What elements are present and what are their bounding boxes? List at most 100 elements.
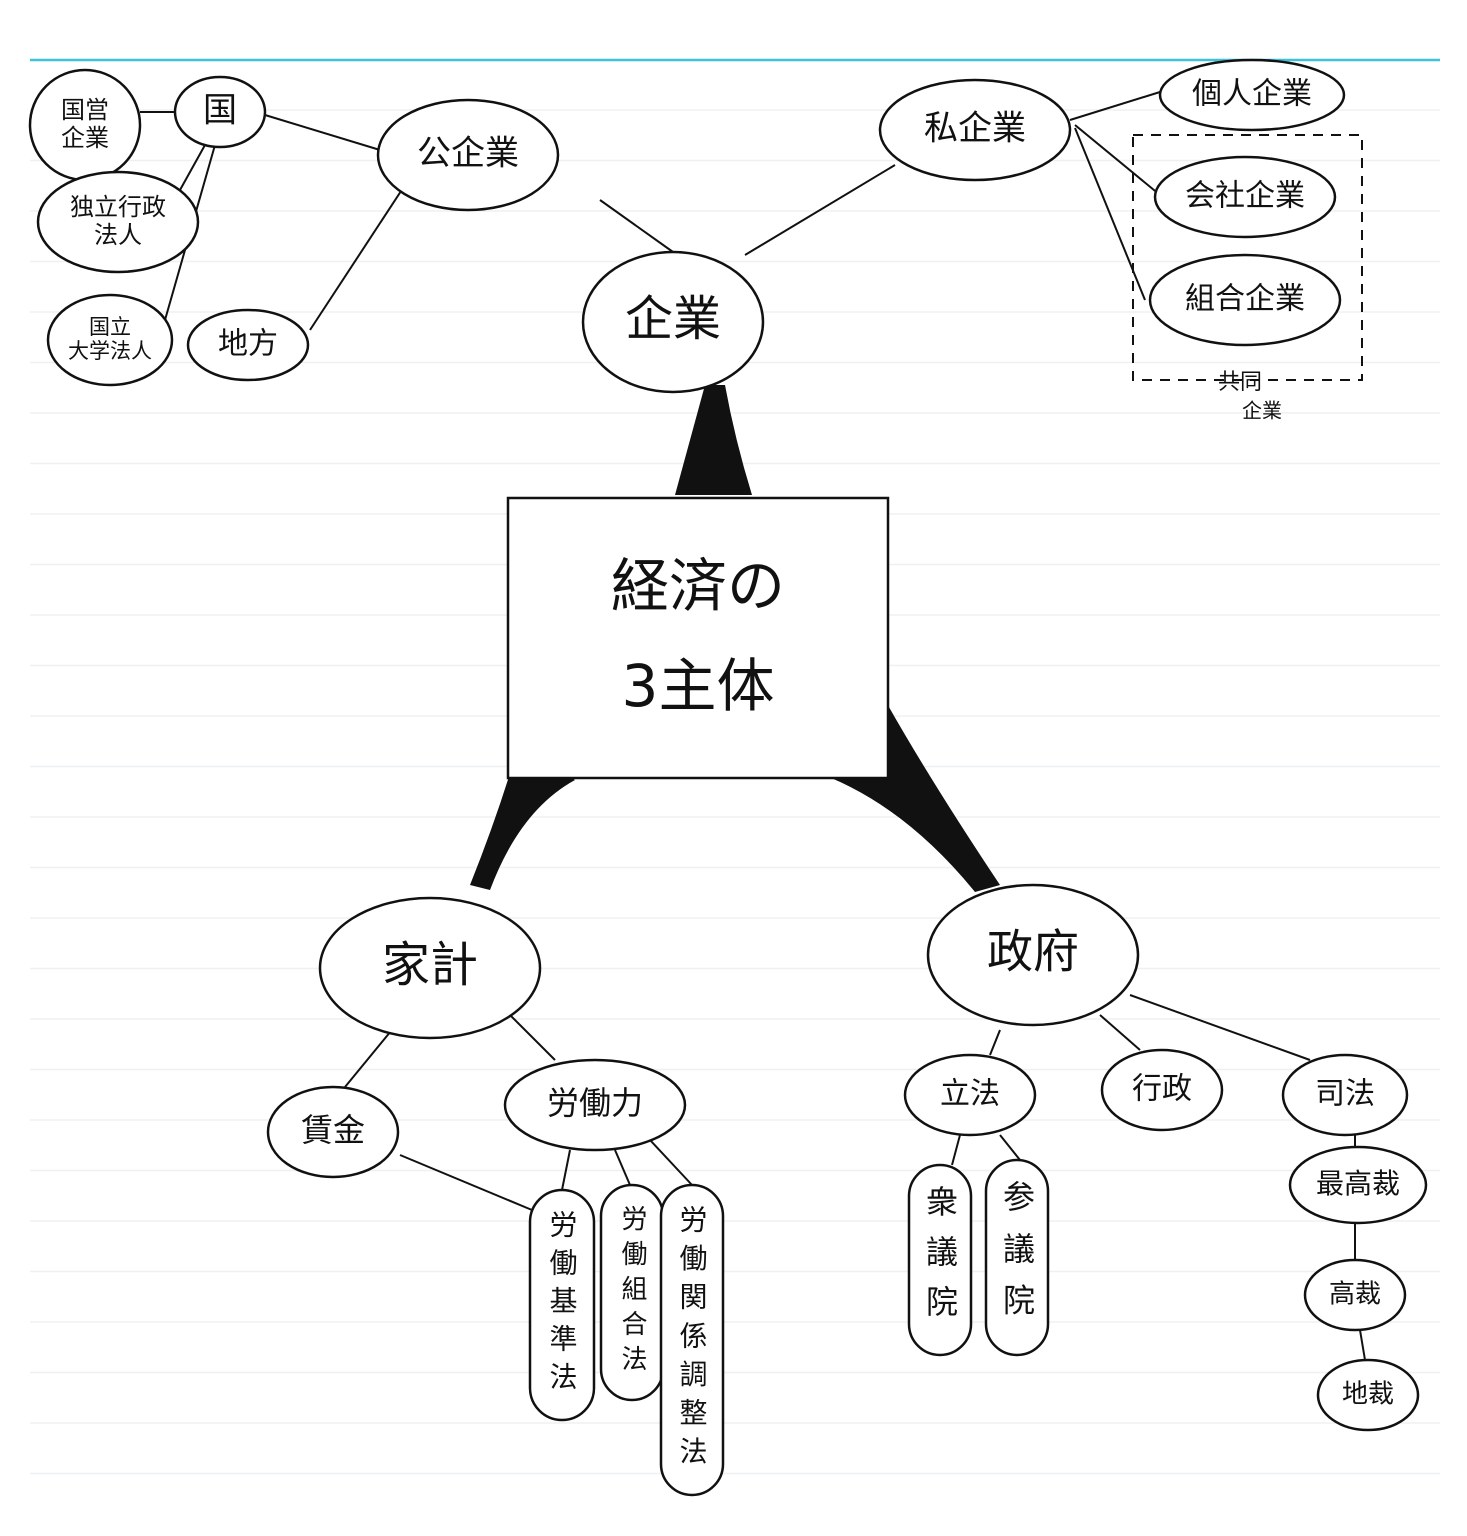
node-kumiai[interactable]: 組合企業 [1148, 253, 1342, 347]
connector-line [1074, 124, 1161, 196]
node-label: 私企業 [924, 109, 1026, 149]
node-label-line: 独立行政 [70, 193, 166, 221]
node-shape [528, 1188, 596, 1422]
node-shape [1281, 1053, 1409, 1137]
node-shape [1316, 1358, 1420, 1432]
node-shape [907, 1163, 973, 1357]
node-shape [318, 896, 542, 1040]
connector-line [264, 114, 381, 151]
node-shugiin[interactable]: 衆議院 [907, 1163, 973, 1357]
node-label: 労働力 [547, 1084, 643, 1122]
node-label-line: 法人 [94, 221, 142, 249]
node-kuni[interactable]: 国 [173, 75, 267, 149]
node-kakei[interactable]: 家計 [318, 896, 542, 1040]
connector-line [1069, 91, 1161, 121]
node-shape [1158, 58, 1346, 132]
node-kokigyo[interactable]: 公企業 [376, 98, 560, 212]
connector-line [1129, 994, 1311, 1061]
node-label: 国 [203, 91, 237, 131]
node-shiho[interactable]: 司法 [1281, 1053, 1409, 1137]
node-label: 賃金 [301, 1111, 365, 1149]
node-shape [1153, 155, 1337, 239]
node-shape [984, 1158, 1050, 1357]
node-gyosei[interactable]: 行政 [1100, 1048, 1224, 1132]
dashed-group-box [1132, 134, 1363, 381]
node-rippo[interactable]: 立法 [903, 1053, 1037, 1137]
node-label: 最高裁 [1316, 1167, 1400, 1200]
node-shikigyo[interactable]: 私企業 [878, 78, 1072, 182]
node-label: 個人企業 [1192, 77, 1312, 112]
node-label: 組合企業 [1185, 282, 1305, 317]
node-label-line: 国立 [89, 315, 131, 339]
center-label-line2: 3主体 [622, 652, 775, 720]
node-shape [173, 75, 267, 149]
node-shape [926, 883, 1140, 1027]
node-shape [376, 98, 560, 212]
node-label-line: 国営 [61, 96, 109, 124]
node-shape [36, 170, 200, 274]
node-label: 会社企業 [1185, 179, 1305, 214]
node-shape [503, 1058, 687, 1152]
center-node[interactable] [506, 496, 890, 780]
node-rodoryoku[interactable]: 労働力 [503, 1058, 687, 1152]
node-shape [266, 1085, 400, 1179]
node-shape [581, 250, 765, 394]
connector-line [509, 1014, 556, 1061]
node-label-line: 大学法人 [68, 339, 152, 363]
node-label: 行政 [1132, 1072, 1192, 1107]
node-kigyo[interactable]: 企業 [581, 250, 765, 394]
connector-line [399, 1154, 533, 1211]
node-label: 企業 [625, 291, 721, 347]
node-shape [1303, 1258, 1407, 1332]
node-shape [1288, 1145, 1428, 1225]
branch-to-kigyo [675, 385, 752, 495]
connector-line [309, 184, 406, 331]
node-kaisha[interactable]: 会社企業 [1153, 155, 1337, 239]
connector-line [1359, 1329, 1366, 1361]
node-kumiaiho[interactable]: 労働組合法 [599, 1183, 665, 1402]
connector-line [1099, 1014, 1141, 1051]
connector-line [561, 1149, 571, 1191]
node-kijun[interactable]: 労働基準法 [528, 1188, 596, 1422]
node-shape [1100, 1048, 1224, 1132]
connector-line [614, 1149, 631, 1186]
center-label-line1: 経済の [611, 552, 785, 620]
node-chisai[interactable]: 地裁 [1316, 1358, 1420, 1432]
node-label: 衆議院 [921, 1185, 959, 1335]
connector-line [744, 164, 896, 256]
node-chingin[interactable]: 賃金 [266, 1085, 400, 1179]
node-saikosai[interactable]: 最高裁 [1288, 1145, 1428, 1225]
node-label: 政府 [987, 925, 1079, 979]
node-label: 立法 [940, 1077, 1000, 1112]
node-label: 地方 [218, 327, 278, 362]
node-kosai[interactable]: 高裁 [1303, 1258, 1407, 1332]
node-sangiin[interactable]: 参議院 [984, 1158, 1050, 1357]
node-label-line: 企業 [61, 124, 109, 152]
node-label: 地裁 [1342, 1380, 1394, 1410]
connector-line [599, 199, 674, 253]
group-label-line1: 共同 [1218, 370, 1262, 395]
node-label: 公企業 [417, 134, 519, 174]
connector-line [989, 1029, 1001, 1056]
node-label: 労働組合法 [617, 1205, 647, 1380]
node-label: 司法 [1315, 1077, 1375, 1112]
node-label: 高裁 [1329, 1280, 1381, 1310]
group-label-line2: 企業 [1242, 399, 1282, 423]
node-label: 労働関係調整法 [676, 1205, 709, 1476]
node-label: 労働基準法 [546, 1210, 579, 1400]
connector-line [179, 144, 206, 191]
node-shape [878, 78, 1072, 182]
node-seifu[interactable]: 政府 [926, 883, 1140, 1027]
node-chiho[interactable]: 地方 [186, 308, 310, 382]
node-shape [186, 308, 310, 382]
branch-to-seifu [810, 700, 1000, 892]
node-shape [903, 1053, 1037, 1137]
node-shape [46, 293, 174, 387]
node-chosei[interactable]: 労働関係調整法 [659, 1183, 725, 1497]
node-kojin[interactable]: 個人企業 [1158, 58, 1346, 132]
node-shape [1148, 253, 1342, 347]
